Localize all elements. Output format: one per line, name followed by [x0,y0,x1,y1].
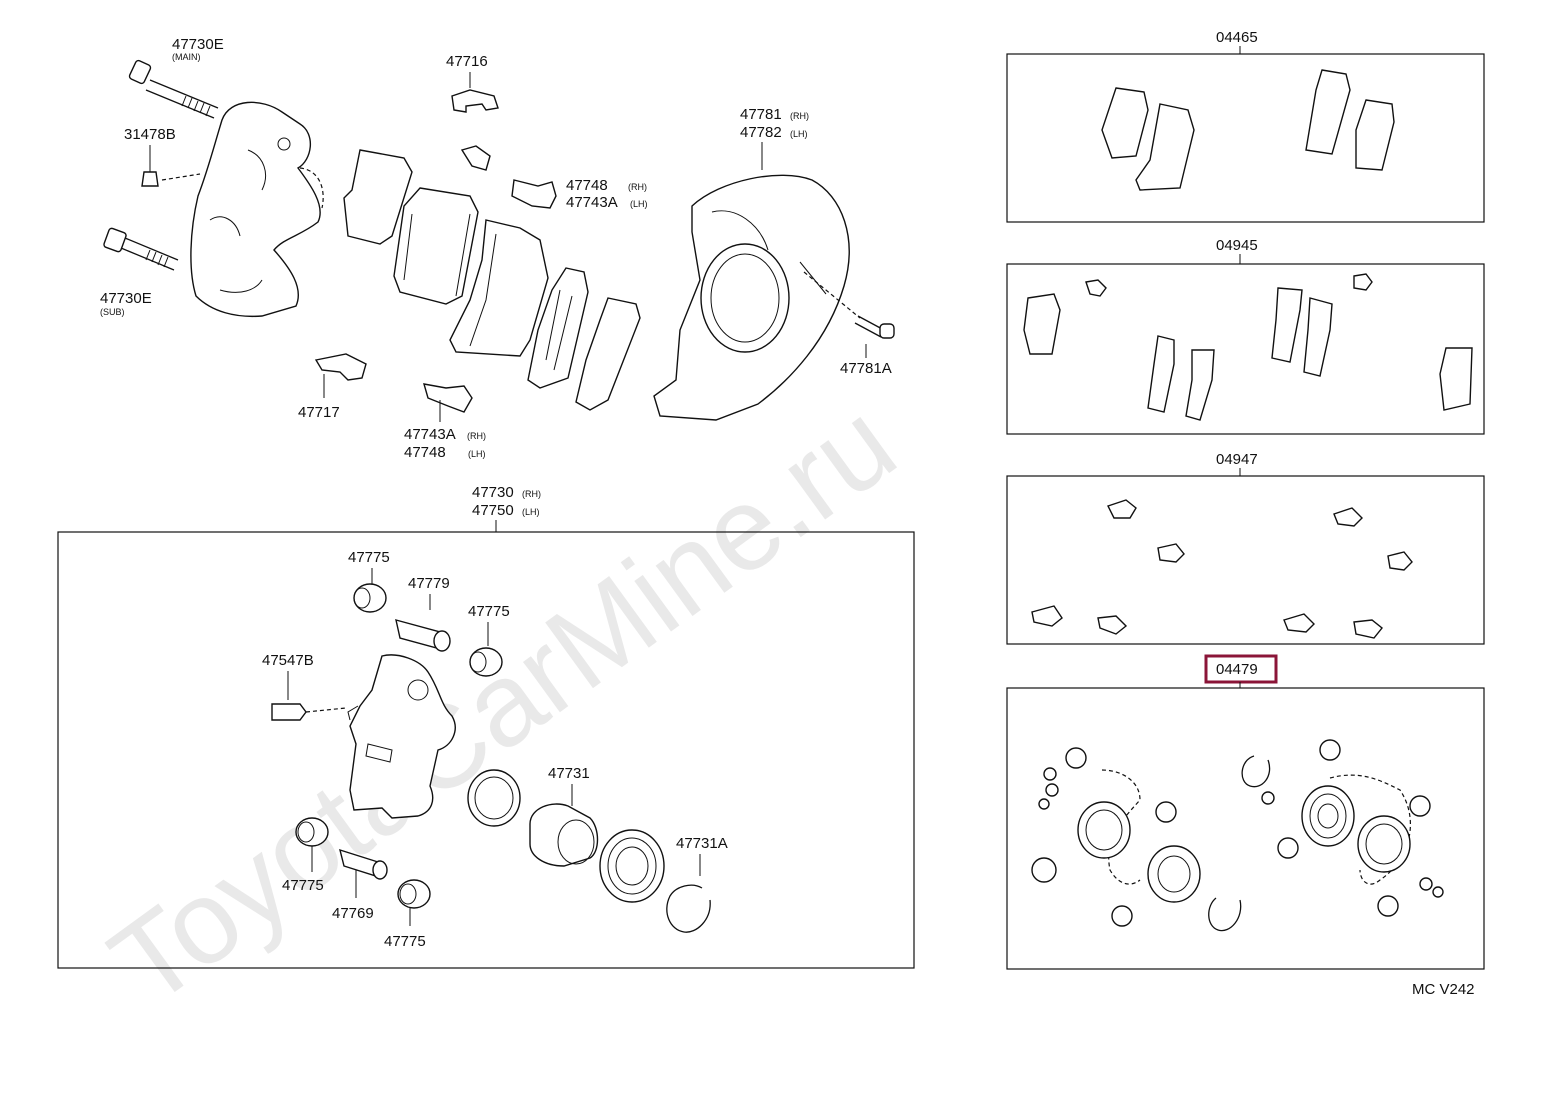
set-ring-part[interactable] [666,884,711,933]
callout-47782[interactable]: 47782 [740,124,782,141]
piston-part[interactable] [529,803,599,867]
callout-47730-note: (RH) [522,489,541,499]
kit-04947-clips-illustration [1031,499,1413,639]
slide-pin-47779-part[interactable] [395,619,451,652]
callout-31478b[interactable]: 31478B [124,126,176,143]
callout-47743a-top-note: (LH) [630,199,648,209]
cylinder-body-part[interactable] [349,654,456,819]
kit-04465-label[interactable]: 04465 [1216,29,1258,46]
pad-support-clip-part[interactable] [460,145,491,171]
pad-wear-indicator-clip-bottom-part[interactable] [423,383,473,413]
callout-47779[interactable]: 47779 [408,575,450,592]
callout-47730e-main[interactable]: 47730E [172,36,224,53]
kit-04947-box[interactable] [1006,475,1485,645]
kit-04945-shims-illustration [1023,273,1473,421]
callout-47731a[interactable]: 47731A [676,835,728,852]
pad-wear-indicator-clip-part[interactable] [511,179,557,209]
callout-47748-bottom-note: (LH) [468,449,486,459]
callout-47748-top[interactable]: 47748 [566,177,608,194]
kit-04479-box[interactable] [1006,687,1485,970]
callout-47716[interactable]: 47716 [446,53,488,70]
callout-47743a-top[interactable]: 47743A [566,194,618,211]
drawing-code: MC V242 [1412,981,1475,998]
pad-clip-47717-part[interactable] [314,353,367,381]
anti-squeal-clip-part[interactable] [451,89,499,113]
callout-47748-top-note: (RH) [628,182,647,192]
callout-47775-a[interactable]: 47775 [348,549,390,566]
callout-47782-note: (LH) [790,129,808,139]
anti-squeal-shim-inner-part[interactable] [575,297,641,411]
bleeder-cap-part[interactable] [141,171,159,187]
callout-47781a[interactable]: 47781A [840,360,892,377]
caliper-bolt-main-part[interactable] [128,59,219,119]
disc-pad-outer-part[interactable] [393,187,479,305]
callout-47750-note: (LH) [522,507,540,517]
kit-04479-label[interactable]: 04479 [1216,661,1258,678]
callout-47775-c[interactable]: 47775 [282,877,324,894]
bleeder-plug-part[interactable] [271,703,347,721]
callout-47547b[interactable]: 47547B [262,652,314,669]
callout-47743a-bottom-note: (RH) [467,431,486,441]
callout-47743a-bottom[interactable]: 47743A [404,426,456,443]
pad-support-plate-part[interactable] [449,219,549,357]
callout-47730e-main-note: (MAIN) [172,52,201,62]
callout-47717[interactable]: 47717 [298,404,340,421]
dust-cover-bolt-part[interactable] [854,315,895,339]
callout-47731[interactable]: 47731 [548,765,590,782]
kit-04479-seal-kit-illustration [1031,739,1444,932]
callout-47730e-sub[interactable]: 47730E [100,290,152,307]
cylinder-assembly-box [57,531,915,969]
callout-47775-b[interactable]: 47775 [468,603,510,620]
callout-47730e-sub-note: (SUB) [100,307,125,317]
watermark: ToyotaCarMine.ru [88,377,919,1031]
callout-47748-bottom[interactable]: 47748 [404,444,446,461]
slide-bushing-boot-b-part[interactable] [469,647,503,677]
disc-pad-inner-part[interactable] [527,267,589,389]
slide-bushing-boot-c-part[interactable] [295,817,329,847]
cylinder-dust-boot-part[interactable] [599,829,665,903]
callout-47775-d[interactable]: 47775 [384,933,426,950]
anti-squeal-shim-outer-part[interactable] [343,149,413,245]
caliper-housing-part[interactable] [190,101,321,318]
callout-47750[interactable]: 47750 [472,502,514,519]
slide-bushing-boot-d-part[interactable] [397,879,431,909]
piston-seal-part[interactable] [467,769,521,827]
kit-04945-label[interactable]: 04945 [1216,237,1258,254]
caliper-bolt-sub-part[interactable] [103,227,179,271]
slide-bushing-boot-a-part[interactable] [353,583,387,613]
callout-47781[interactable]: 47781 [740,106,782,123]
callout-47781-note: (RH) [790,111,809,121]
kit-04465-box[interactable] [1006,53,1485,223]
callout-47730[interactable]: 47730 [472,484,514,501]
kit-04945-box[interactable] [1006,263,1485,435]
slide-pin-47769-part[interactable] [339,848,388,880]
callout-47769[interactable]: 47769 [332,905,374,922]
kit-04947-label[interactable]: 04947 [1216,451,1258,468]
kit-04465-pads-illustration [1101,69,1395,191]
kit-04479-highlight [1204,654,1278,684]
